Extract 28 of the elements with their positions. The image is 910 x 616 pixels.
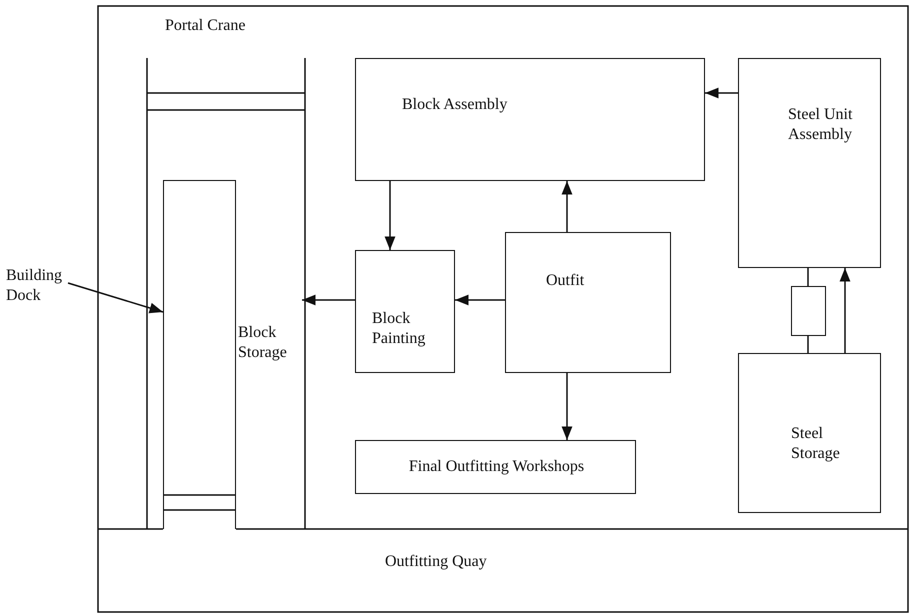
dock-outline	[163, 180, 236, 529]
process-box	[738, 353, 881, 513]
process-box	[738, 58, 881, 268]
process-box	[505, 232, 671, 373]
flow-arrow	[302, 294, 355, 306]
flow-arrow	[562, 373, 572, 440]
box-title: Steel Storage	[791, 424, 841, 464]
flow-arrow	[705, 88, 738, 98]
area-label: Portal Crane	[165, 16, 246, 36]
flow-arrow	[384, 181, 396, 250]
leader-arrow	[68, 282, 164, 314]
box-title: Outfit	[546, 271, 586, 291]
flow-arrow	[455, 294, 505, 306]
area-label: Outfitting Quay	[385, 552, 487, 572]
process-box	[355, 58, 705, 181]
flow-arrow	[562, 181, 572, 232]
connector-box	[791, 286, 826, 336]
connector-line	[807, 268, 809, 286]
box-title: Block Painting	[372, 309, 426, 349]
flow-arrow	[840, 268, 850, 353]
process-box	[355, 250, 455, 373]
box-title: Block Assembly	[402, 95, 508, 115]
area-label: Block Storage	[238, 323, 288, 363]
connector-line	[807, 336, 809, 353]
callout-text: Building Dock	[6, 266, 64, 306]
box-title: Steel Unit Assembly	[788, 105, 854, 145]
box-title: Final Outfitting Workshops	[408, 457, 586, 477]
process-box	[355, 440, 636, 494]
